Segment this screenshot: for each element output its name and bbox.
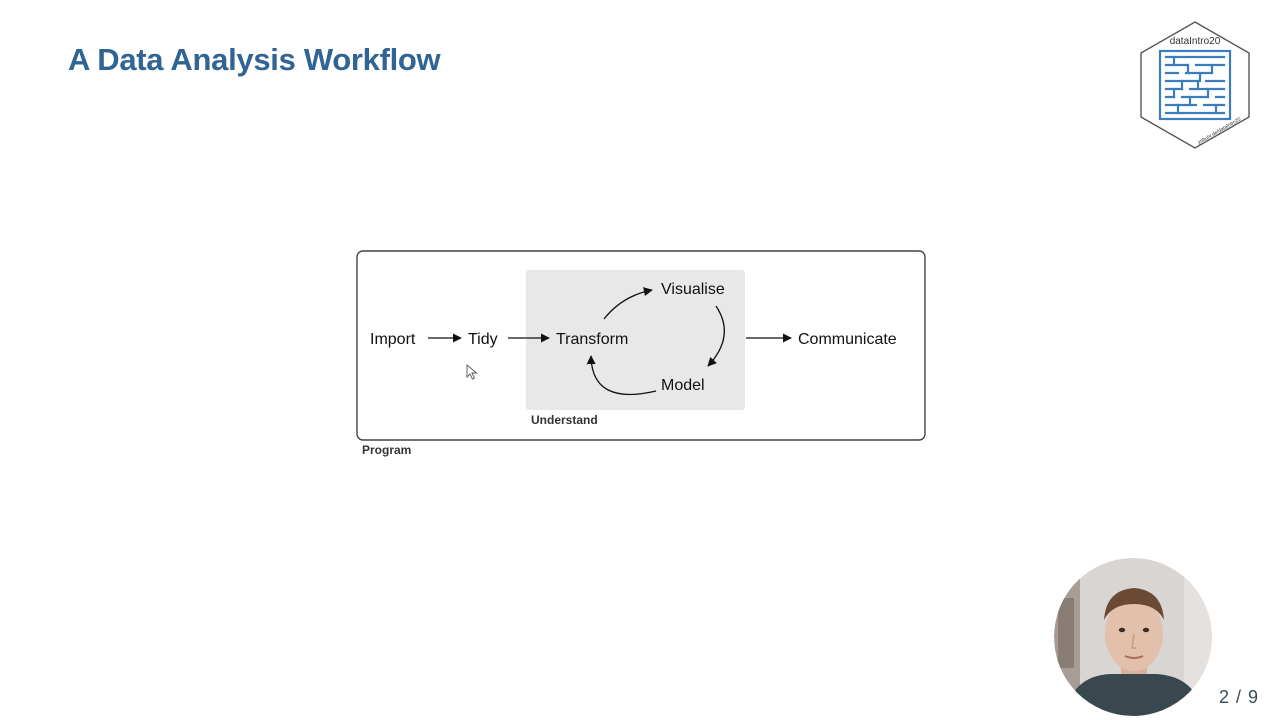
arrow-model-to-transform xyxy=(586,355,657,395)
course-hex-logo: dataIntro20 jmbuhr.de/dataIntro20 xyxy=(1140,21,1250,149)
hex-logo-label: dataIntro20 xyxy=(1170,36,1221,47)
node-tidy: Tidy xyxy=(468,331,498,348)
understand-region xyxy=(526,270,745,410)
node-transform: Transform xyxy=(556,331,628,348)
arrow-transform-to-visualise xyxy=(603,287,653,320)
hex-logo-border xyxy=(1140,21,1250,149)
arrow-visualise-to-model xyxy=(707,305,725,367)
program-frame xyxy=(356,250,926,441)
node-communicate: Communicate xyxy=(798,331,897,348)
group-label-understand: Understand xyxy=(531,413,598,427)
arrow-cursor-icon xyxy=(466,364,478,380)
slide-title: A Data Analysis Workflow xyxy=(68,42,441,77)
node-model: Model xyxy=(661,377,705,394)
presenter-webcam xyxy=(1054,558,1212,716)
workflow-diagram: Import Tidy Transform Visualise Model Co… xyxy=(356,250,926,457)
node-import: Import xyxy=(370,331,416,348)
maze-icon xyxy=(1158,49,1232,121)
group-label-program: Program xyxy=(362,443,411,457)
node-visualise: Visualise xyxy=(661,281,725,298)
page-counter: 2 / 9 xyxy=(1218,687,1259,707)
